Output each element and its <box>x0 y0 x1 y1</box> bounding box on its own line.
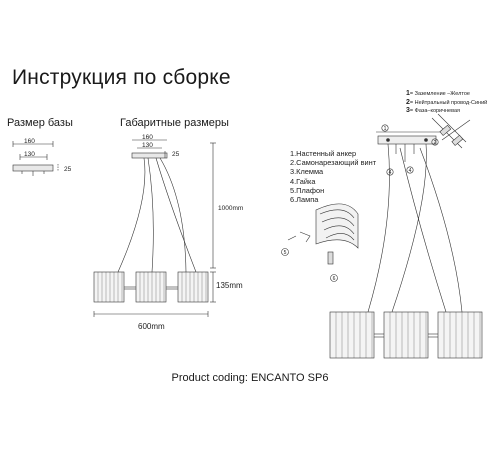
wiring-item: 1= Заземление –Желтое <box>406 90 470 97</box>
callout-number: 4 <box>409 168 412 174</box>
wiring-legend: 1= Заземление –Желтое 2= Нейтральный про… <box>406 90 487 116</box>
callout-number: 6 <box>333 276 336 282</box>
legend-item: 1.Настенный анкер <box>290 149 357 158</box>
base-width-inner: 130 <box>24 151 35 158</box>
overall-canopy-height: 25 <box>172 151 180 158</box>
total-width-label: 600mm <box>138 322 165 331</box>
base-size-drawing <box>12 141 59 176</box>
legend-item: 5.Плафон <box>290 185 325 195</box>
wiring-item: 2= Нейтральный провод-Синий <box>406 98 488 106</box>
overall-chandelier-drawing <box>93 139 216 317</box>
overall-width-inner: 130 <box>142 142 153 149</box>
base-size-heading: Размер базы <box>7 117 73 129</box>
callout-number: 1 <box>384 126 387 132</box>
legend-item: 2.Самонарезающий винт <box>290 158 377 168</box>
legend-item: 4.Гайка <box>290 176 316 186</box>
legend-item: 3.Клемма <box>290 167 324 177</box>
callout-number: 2 <box>434 140 437 146</box>
overall-width-outer: 160 <box>142 134 153 141</box>
installation-drawing <box>329 113 483 359</box>
callout-number: 4 <box>389 170 392 176</box>
page-title: Инструкция по сборке <box>12 66 231 89</box>
shade-height-label: 135mm <box>216 281 243 290</box>
base-height: 25 <box>64 166 72 173</box>
callout-number: 5 <box>284 250 287 256</box>
base-width-outer: 160 <box>24 138 35 145</box>
overall-size-heading: Габаритные размеры <box>120 117 229 129</box>
product-coding: Product coding: ENCANTO SP6 <box>171 372 329 384</box>
shade-lamp-detail <box>281 203 359 282</box>
legend-item: 6.Лампа <box>290 195 319 205</box>
wiring-item: 3= Фаза–коричневая <box>406 107 460 115</box>
parts-legend: 1.Настенный анкер 2.Самонарезающий винт … <box>290 149 376 204</box>
drop-height-label: 1000mm <box>218 205 244 212</box>
